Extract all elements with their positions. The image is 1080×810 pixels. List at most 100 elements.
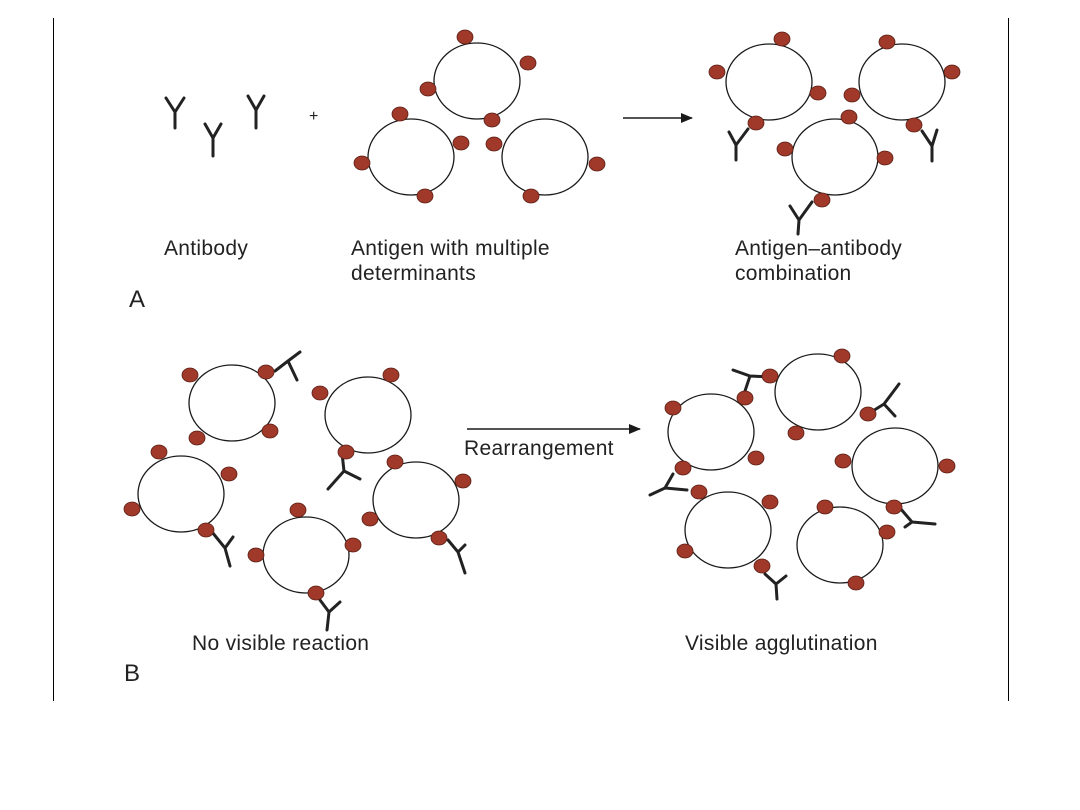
determinant-dot [519, 55, 537, 71]
antigen-label-line2: determinants [351, 262, 476, 285]
plus-sign: + [309, 108, 319, 125]
antibody [210, 530, 235, 568]
antibody [648, 472, 689, 497]
antigen-cell [137, 455, 225, 533]
antigen-cell [372, 461, 460, 539]
antibody [273, 350, 302, 382]
antibody [727, 127, 750, 162]
determinant-dot [876, 150, 894, 166]
determinant-dot [809, 85, 827, 101]
antigen-cell [262, 516, 350, 594]
determinant-dot [522, 188, 540, 204]
determinant-dot [289, 502, 307, 518]
determinant-dot [382, 367, 400, 383]
determinant-dot [456, 29, 474, 45]
determinant-dot [247, 547, 265, 563]
determinant-dot [905, 117, 923, 133]
determinant-dot [676, 543, 694, 559]
determinant-dot [674, 460, 692, 476]
determinant-dot [452, 135, 470, 151]
antigen-cluster [367, 42, 589, 196]
determinant-dot [708, 64, 726, 80]
determinant-dot [386, 454, 404, 470]
determinant-dot [690, 484, 708, 500]
determinant-dot [307, 585, 325, 601]
antigen-cell [684, 491, 772, 569]
determinant-dot [943, 64, 961, 80]
determinant-dot [753, 558, 771, 574]
determinant-dot [885, 499, 903, 515]
combination-label-line2: combination [735, 262, 852, 285]
determinant-dot [220, 466, 238, 482]
determinant-dot [483, 112, 501, 128]
antigen-cell [667, 393, 755, 471]
determinant-dot [188, 430, 206, 446]
antigen-cell [501, 118, 589, 196]
panel-a-label: A [129, 286, 146, 313]
determinant-dot [181, 367, 199, 383]
determinant-dot [833, 348, 851, 364]
antigen-cell [367, 118, 455, 196]
determinant-dot [344, 537, 362, 553]
determinant-dot [150, 444, 168, 460]
determinant-dot [747, 450, 765, 466]
left-border-line [53, 18, 54, 701]
determinant-dot [430, 530, 448, 546]
determinant-dot [847, 575, 865, 591]
determinant-dot [261, 423, 279, 439]
determinant-dot [311, 385, 329, 401]
determinant-dot [773, 31, 791, 47]
bound-antibodies-left [210, 350, 467, 632]
determinant-dot [197, 522, 215, 538]
determinant-dot [878, 34, 896, 50]
antibody [763, 572, 788, 601]
determinant-dot [834, 453, 852, 469]
antigen-cell [433, 42, 521, 120]
right-border-line [1008, 18, 1009, 701]
antibody [446, 538, 467, 575]
determinant-dot [454, 473, 472, 489]
determinant-dot [843, 87, 861, 103]
determinant-dot [938, 458, 956, 474]
antigen-cell [324, 376, 412, 454]
dispersed-cells [137, 364, 460, 594]
antigenic-determinants [123, 29, 961, 601]
antigen-cell [725, 43, 813, 121]
determinant-dot [859, 406, 877, 422]
antigen-label-line1: Antigen with multiple [351, 237, 550, 260]
determinant-dot [391, 106, 409, 122]
rearrangement-label: Rearrangement [464, 437, 614, 460]
no-visible-reaction-label: No visible reaction [192, 632, 370, 655]
determinant-dot [840, 109, 858, 125]
determinant-dot [416, 188, 434, 204]
free-antibodies [164, 94, 266, 158]
determinant-dot [337, 444, 355, 460]
antibody-3 [246, 94, 266, 130]
bound-antibodies-a [727, 127, 939, 236]
antigen-cell [796, 506, 884, 584]
antigen-cell [791, 118, 879, 196]
determinant-dot [664, 400, 682, 416]
determinant-dot [776, 141, 794, 157]
antibody [898, 506, 937, 529]
antigen-cell [188, 364, 276, 442]
determinant-dot [878, 524, 896, 540]
combination-label-line1: Antigen–antibody [735, 237, 903, 260]
antibody-1 [164, 96, 186, 130]
determinant-dot [588, 156, 606, 172]
determinant-dot [761, 368, 779, 384]
determinant-dot [816, 499, 834, 515]
antibody [920, 128, 939, 163]
determinant-dot [257, 364, 275, 380]
antibody [788, 200, 814, 236]
determinant-dot [353, 155, 371, 171]
antibody-2 [203, 122, 223, 158]
antibody-label: Antibody [164, 237, 249, 260]
antibody [318, 598, 342, 632]
antigen-cell [774, 353, 862, 431]
determinant-dot [747, 115, 765, 131]
antibody [326, 451, 362, 491]
antigen-cell [858, 43, 946, 121]
determinant-dot [361, 511, 379, 527]
